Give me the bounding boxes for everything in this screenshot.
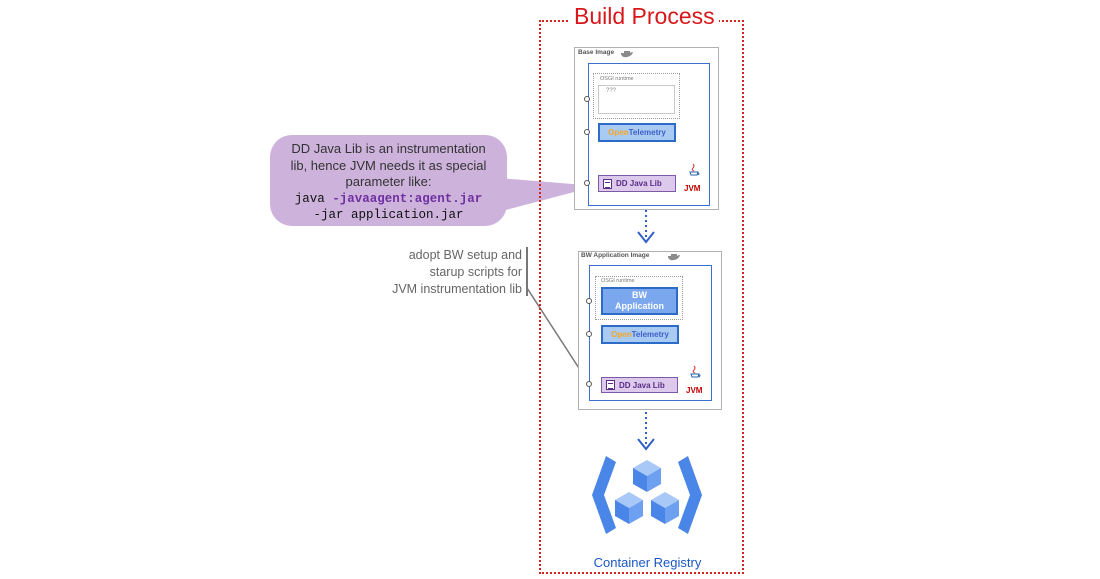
callout-line-3: parameter like:: [345, 174, 432, 189]
callout-line-2: lib, hence JVM needs it as special: [290, 158, 487, 173]
bw-image-label: BW Application Image: [581, 252, 650, 259]
note-line-3: JVM instrumentation lib: [392, 282, 522, 296]
base-image-label: Base Image: [578, 49, 615, 56]
connector-port: [586, 331, 592, 337]
connector-port: [586, 381, 592, 387]
unknown-component-box: [598, 85, 675, 114]
dd-java-lib-label: DD Java Lib: [619, 380, 665, 390]
jvm-label: JVM: [686, 386, 703, 395]
note-line-1: adopt BW setup and: [408, 248, 522, 262]
connector-port: [584, 180, 590, 186]
otel-open-text: Open: [611, 330, 632, 339]
java-cup-icon: [689, 163, 700, 176]
connector-port: [584, 96, 590, 102]
jvm-label: JVM: [684, 184, 701, 193]
docker-whale-icon: [621, 51, 633, 58]
otel-telemetry-text: Telemetry: [631, 330, 669, 339]
docker-whale-icon: [668, 254, 680, 261]
bw-application-box: BW Application: [601, 287, 678, 315]
connector-port: [586, 298, 592, 304]
callout-code-jar: -jar application.jar: [313, 208, 464, 222]
callout-line-1: DD Java Lib is an instrumentation: [291, 141, 486, 156]
otel-open-text: Open: [608, 128, 629, 137]
osgi-runtime-label: OSGI runtime: [600, 76, 634, 82]
bw-application-line2: Application: [615, 301, 664, 311]
note-line-2: starup scripts for: [429, 265, 522, 279]
down-arrow-icon: [637, 205, 655, 244]
java-cup-icon: [690, 365, 701, 378]
build-process-title: Build Process: [570, 3, 719, 30]
bw-application-line1: BW: [632, 290, 647, 300]
dd-lib-icon: [606, 380, 615, 390]
unknown-component-label: ???: [606, 88, 617, 94]
down-arrow-icon: [637, 412, 655, 451]
container-registry-icon: [592, 456, 702, 534]
connector-port: [584, 129, 590, 135]
dd-java-lib-label: DD Java Lib: [616, 179, 662, 188]
osgi-runtime-label: OSGI runtime: [601, 278, 635, 284]
callout-code-agent: -javaagent:agent.jar: [332, 192, 483, 206]
note-connector-line: [526, 287, 587, 380]
instrumentation-callout: [270, 135, 507, 226]
callout-pointer: [498, 178, 597, 212]
callout-code-line-1: java -javaagent:agent.jar: [270, 190, 507, 206]
otel-telemetry-text: Telemetry: [628, 128, 666, 137]
dd-java-lib-box: DD Java Lib: [601, 377, 678, 393]
callout-code-java: java: [294, 192, 333, 206]
container-registry-label: Container Registry: [593, 555, 702, 570]
dd-java-lib-box: DD Java Lib: [598, 175, 676, 192]
dd-lib-icon: [603, 178, 612, 189]
callout-code-line-2: -jar application.jar: [270, 206, 507, 222]
